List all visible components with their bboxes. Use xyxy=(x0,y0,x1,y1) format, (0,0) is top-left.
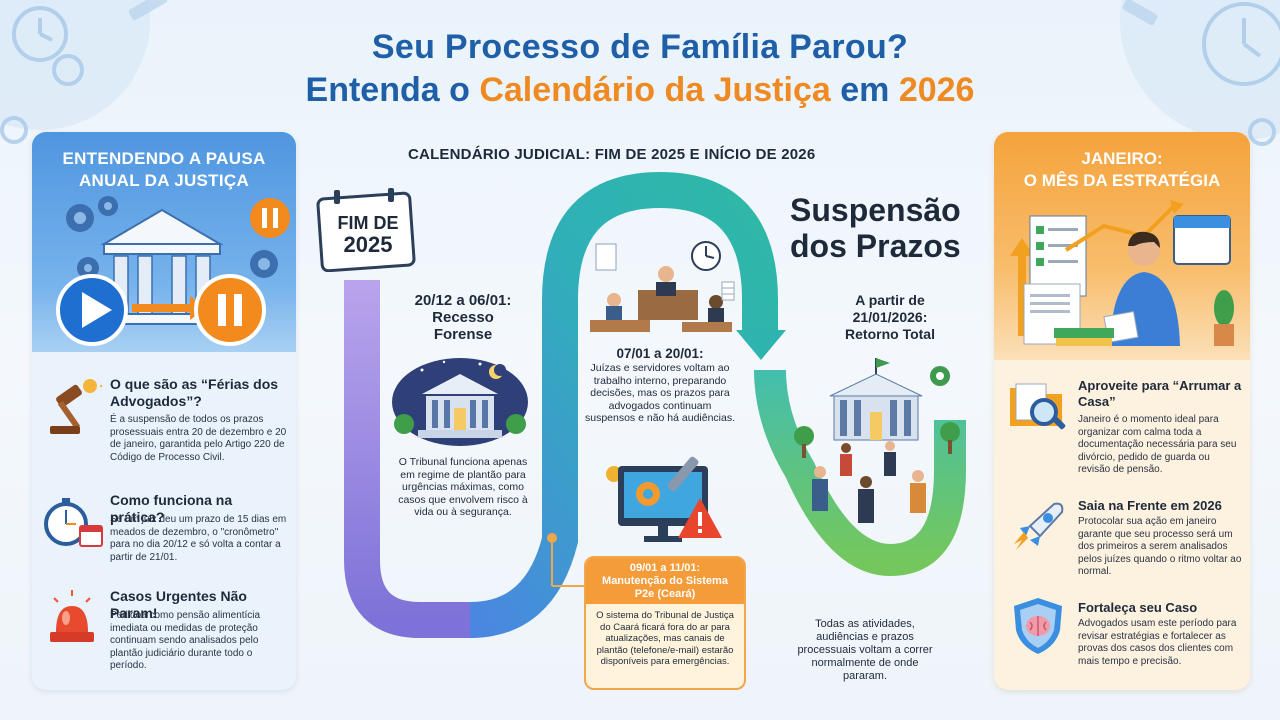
calendar-label: FIM DE 2025 xyxy=(330,212,406,256)
retorno-3: Retorno Total xyxy=(845,326,935,342)
right-item-arrumar-title: Aproveite para “Arrumar a Casa” xyxy=(1078,378,1242,409)
rocket-icon xyxy=(1014,502,1064,550)
calendar-label-1: FIM DE xyxy=(337,213,399,233)
courthouse-people-icon xyxy=(794,358,960,523)
manutencao-title-2: Manutenção do Sistema xyxy=(602,575,728,587)
interno-title: 07/01 a 20/01: xyxy=(616,346,704,361)
courthouse-play-pause-icon xyxy=(56,196,290,346)
suspensao-title: Suspensão dos Prazos xyxy=(790,192,961,264)
right-item-fortaleca-title: Fortaleça seu Caso xyxy=(1078,600,1198,615)
right-panel-title-1: JANEIRO: xyxy=(1081,149,1163,168)
recesso-heading: 20/12 a 06/01: Recesso Forense xyxy=(396,292,530,343)
left-panel-header: ENTENDENDO A PAUSA ANUAL DA JUSTIÇA xyxy=(32,132,296,352)
folder-search-icon xyxy=(1010,383,1066,430)
computer-maintenance-icon xyxy=(606,456,722,542)
right-panel: JANEIRO: O MÊS DA ESTRATÉGIA Aproveite p… xyxy=(994,132,1250,690)
stopwatch-icon xyxy=(44,498,103,547)
left-item-urgentes-text: Pedidoa como pensão alimentícia imediata… xyxy=(110,610,261,671)
right-panel-title-2: O MÊS DA ESTRATÉGIA xyxy=(1023,171,1221,190)
office-work-icon xyxy=(590,241,735,332)
left-item-pratica: Como funciona na prática? Se um juiz deu… xyxy=(42,492,290,592)
title-highlight-calendar: Calendário da Justiça xyxy=(479,71,831,109)
retorno-heading: A partir de 21/01/2026: Retorno Total xyxy=(830,292,950,343)
right-panel-title: JANEIRO: O MÊS DA ESTRATÉGIA xyxy=(994,132,1250,192)
right-panel-header: JANEIRO: O MÊS DA ESTRATÉGIA xyxy=(994,132,1250,360)
siren-icon xyxy=(50,590,94,642)
calendar-title: CALENDÁRIO JUDICIAL: FIM DE 2025 E INÍCI… xyxy=(408,146,816,163)
recesso-title-2: Forense xyxy=(433,326,493,343)
left-panel-title: ENTENDENDO A PAUSA ANUAL DA JUSTIÇA xyxy=(32,132,296,192)
manutencao-box: 09/01 a 11/01: Manutenção do Sistema P2e… xyxy=(584,556,746,690)
title-line-1: Seu Processo de Família Parou? xyxy=(371,28,909,66)
manutencao-title-3: P2e (Ceará) xyxy=(634,588,696,600)
title-highlight-year: 2026 xyxy=(898,71,975,109)
manutencao-title-1: 09/01 a 11/01: xyxy=(629,562,701,574)
suspensao-title-2: dos Prazos xyxy=(790,228,961,264)
left-item-urgentes-title: Casos Urgentes Não Param! xyxy=(110,588,247,621)
retorno-text: Todas as atividades, audiências e prazos… xyxy=(797,618,933,682)
brain-shield-icon xyxy=(1014,598,1062,654)
recesso-title-1: Recesso xyxy=(432,309,494,326)
left-item-ferias-text: É a suspensão de todos os prazos prosess… xyxy=(110,414,287,463)
right-item-frente-title: Saia na Frente em 2026 xyxy=(1078,498,1222,513)
left-item-ferias-title: O que são as “Férias dos Advogados”? xyxy=(110,376,279,409)
manutencao-text: O sistema do Tribunal de Justiça do Caar… xyxy=(596,610,734,667)
left-item-pratica-text: Se um juiz deu um prazo de 15 dias em me… xyxy=(110,514,287,563)
strategy-planning-icon xyxy=(1010,200,1234,346)
interno-text: Juízas e servidores voltam ao trabalho i… xyxy=(584,362,736,424)
retorno-2: 21/01/2026: xyxy=(852,309,928,325)
left-panel-title-2: ANUAL DA JUSTIÇA xyxy=(78,171,250,190)
title-part-c: em xyxy=(830,71,899,109)
left-panel: ENTENDENDO A PAUSA ANUAL DA JUSTIÇA xyxy=(32,132,296,690)
night-courthouse-icon xyxy=(392,358,528,446)
page-title: Seu Processo de Família Parou? Entenda o… xyxy=(0,28,1280,110)
right-item-frente-text: Protocolar sua ação em janeiro garante q… xyxy=(1078,516,1242,577)
left-item-pratica-title: Como funciona na prática? xyxy=(110,492,233,525)
recesso-date: 20/12 a 06/01: xyxy=(414,292,512,309)
left-item-urgentes: Casos Urgentes Não Param! Pedidoa como p… xyxy=(42,588,290,688)
calendar-icon xyxy=(316,188,416,272)
right-item-fortaleca-text: Advogados usam este período para revisar… xyxy=(1078,618,1237,667)
recesso-text: O Tribunal funciona apenas em regime de … xyxy=(398,456,528,518)
left-panel-title-1: ENTENDENDO A PAUSA xyxy=(62,149,266,168)
gavel-icon xyxy=(50,379,102,434)
left-item-ferias: O que são as “Férias dos Advogados”? É a… xyxy=(42,376,290,486)
interno-block: 07/01 a 20/01: Juízas e servidores volta… xyxy=(584,346,736,425)
suspensao-title-1: Suspensão xyxy=(790,192,961,228)
manutencao-header: 09/01 a 11/01: Manutenção do Sistema P2e… xyxy=(586,558,744,604)
calendar-label-2: 2025 xyxy=(343,232,393,257)
right-item-arrumar-text: Janeiro é o momento ideal para organizar… xyxy=(1078,414,1237,475)
title-line-2: Entenda o Calendário da Justiça em 2026 xyxy=(0,71,1280,110)
retorno-1: A partir de xyxy=(855,292,925,308)
title-part-a: Entenda o xyxy=(305,71,480,109)
